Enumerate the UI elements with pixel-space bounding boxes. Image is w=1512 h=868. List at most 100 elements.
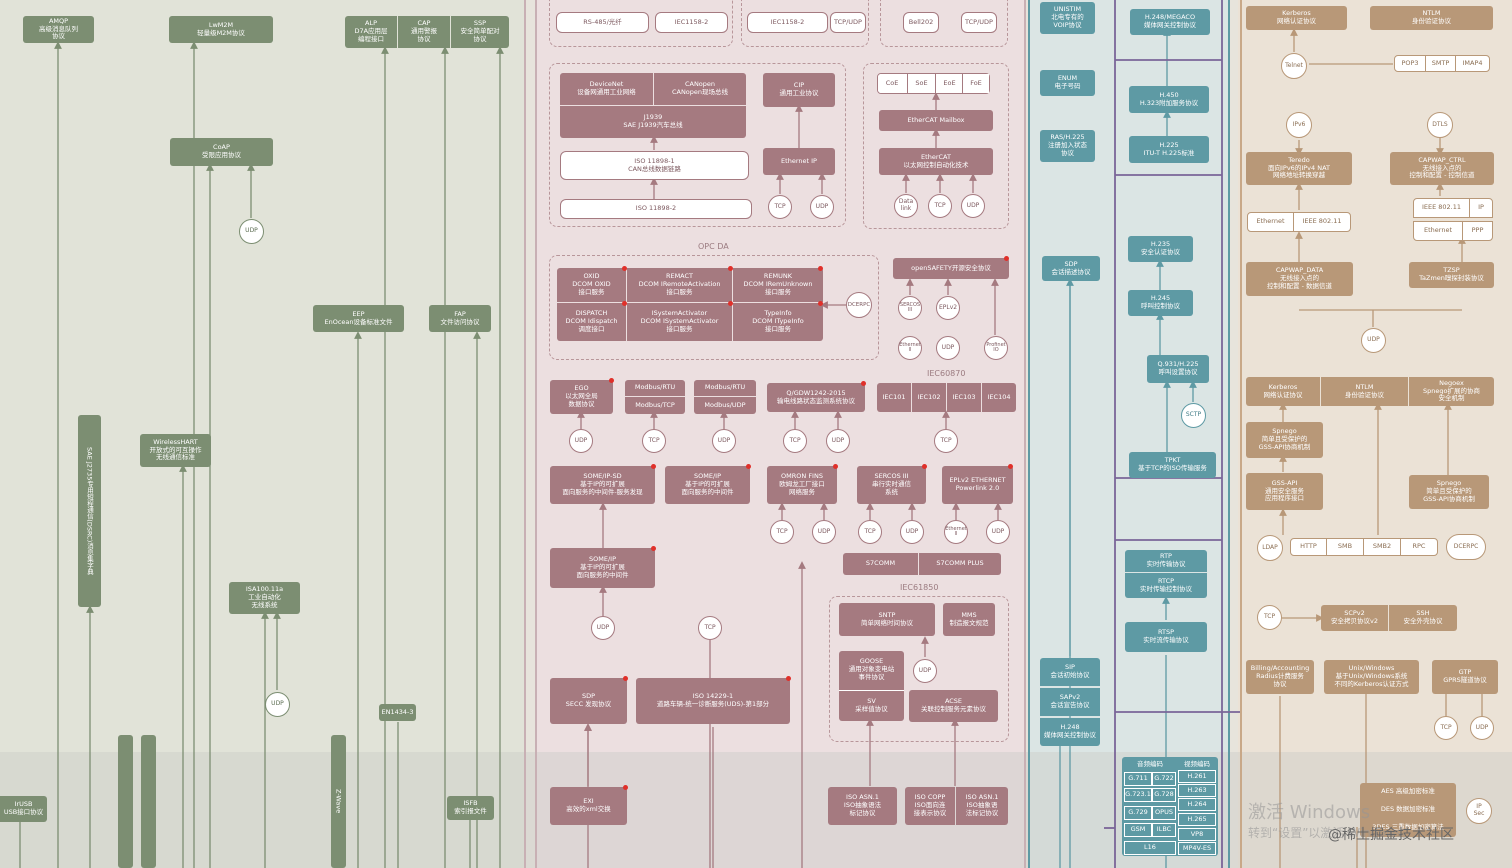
video-codec-cell: H.261 [1178,770,1216,783]
iso-copp-node: ISO COPP ISO面向连 接表示协议 [905,787,955,825]
enum-node: ENUM 电子号码 [1040,70,1095,96]
lwm2m-node: LwM2M 轻量级M2M协议 [169,16,273,43]
ras-h225-node: RAS/H.225 注册加入状态 协议 [1040,130,1095,162]
video-codec-cell: MP4V-ES [1178,842,1216,855]
video-codec-cell: H.265 [1178,813,1216,826]
ssp-node: SSP 安全简单配对 协议 [451,16,509,48]
canopen-node: CANopen CANopen现场总线 [654,73,746,105]
bell202-node: Bell202 [903,12,939,33]
eplv2-circle: EPLv2 [936,296,960,320]
rtcp-node: RTCP 实时传输控制协议 [1125,573,1207,598]
h225-node: H.225 ITU-T H.225标准 [1129,136,1209,163]
remact-node: REMACT DCOM IRemoteActivation 接口服务 [627,268,732,302]
rtp-node: RTP 实时传输协议 [1125,550,1207,572]
sercos-circle: SERCOS III [898,296,922,320]
h245-node: H.245 呼叫控制协议 [1128,290,1193,316]
udp-circle: UDP [591,616,615,640]
dispatch-node: DISPATCH DCOM Idispatch 调度接口 [557,303,626,341]
credit-text: @稀土掘金技术社区 [1328,827,1454,843]
tcp-circle: TCP [698,616,722,640]
marker-dot [623,785,628,790]
marker-dot [609,378,614,383]
ethernet-node: Ethernet [1247,212,1294,232]
audio-codec-cell: G.729 [1124,806,1152,820]
iso11898-1-node: ISO 11898-1 CAN总线数据链路 [560,151,749,180]
unix-windows-node: Unix/Windows 基于Unix/Windows系统 不同的Kerbero… [1324,660,1419,694]
j1939-node: J1939 SAE J1939汽车总线 [560,106,746,138]
ipv6-circle: IPv6 [1286,112,1312,138]
udp-circle: UDP [1470,716,1494,740]
iso14229-node: ISO 14229-1 道路车辆-统一诊断服务(UDS)-第1部分 [636,678,790,724]
marker-dot [818,266,823,271]
video-codec-cell: H.264 [1178,798,1216,811]
video-codec-header: 视频编码 [1184,759,1210,768]
tcp-circle: TCP [858,520,882,544]
dcerpc-circle: DCERPC [846,292,872,318]
oxid-node: OXID DCOM OXID 接口服务 [557,268,626,302]
udp-circle: UDP [936,336,960,360]
goose-node: GOOSE 通用对象变电站 事件协议 [848,657,895,681]
cap-node: CAP 通用警报 协议 [398,16,450,48]
marker-dot [922,464,927,469]
someip-node: SOME/IP 基于IP的可扩展 面向服务的中间件 [550,548,655,588]
dtls-circle: DTLS [1427,112,1453,138]
sip-node: SIP 会话初始协议 [1040,658,1100,686]
teredo-node: Teredo 面向IPv6的IPv4 NAT 网络地址转换穿越 [1246,152,1352,185]
udp-circle: UDP [712,429,736,453]
tcp-circle: TCP [1257,605,1282,630]
irusb-node: IrUSB USB接口协议 [0,796,47,822]
rtsp-node: RTSP 实时流传输协议 [1125,622,1207,652]
activation-watermark: 激活 Windows [1248,802,1371,823]
h248-node: H.248 媒体网关控制协议 [1040,718,1100,746]
audio-codec-cell: L16 [1124,841,1176,855]
pop3-node: POP3 [1394,55,1426,72]
scpv2-node: SCPv2 安全拷贝协议v2 [1321,605,1388,631]
group-box [741,0,869,47]
ppp-node: PPP [1462,221,1493,241]
qgdw-node: Q/GDW1242-2015 输电线路状态监测系统协议 [767,383,865,412]
udp-circle: UDP [961,194,985,218]
des-node: DES 数据加密标准 [1360,801,1456,819]
audio-codec-cell: G.728 [1152,788,1176,802]
udp-circle: UDP [810,195,834,219]
h248-megaco-node: H.248/MEGACO 媒体网关控制协议 [1130,9,1210,35]
3des-node: 3DES 三重数据加密算法 [1360,819,1456,837]
coe-node: CoE [878,74,906,93]
marker-dot [622,266,627,271]
opensafety-node: openSAFETY开源安全协议 [893,258,1009,279]
group-box [549,255,879,360]
tcp-circle: TCP [770,520,794,544]
smb-node: SMB [1326,538,1364,556]
group-box [549,63,846,227]
spnego-node: Spnego 简单且受保护的 GSS-API协商机制 [1409,475,1489,509]
fap-node: FAP 文件访问协议 [429,305,491,332]
negoex-node: Negoex Spnego扩展的协商 安全机制 [1409,377,1494,406]
foe-node: FoE [962,74,989,93]
devicenet-node: DeviceNet 设备网通用工业网络 [560,73,653,105]
green-bar [141,735,156,868]
sntp-node: SNTP 简单网络时间协议 [839,603,935,636]
ego-node: EGO 以太网全局 数据协议 [550,380,613,414]
marker-dot [746,464,751,469]
ip-node: IP [1469,198,1493,218]
sercos-iii-node: SERCOS III 串行实时通信 系统 [857,466,926,504]
dcerpc-pill: DCERPC [1446,534,1486,560]
tzsp-node: TZSP TaZmen嗅探封装协议 [1409,262,1494,288]
wirelesshart-node: WirelessHART 开放式的可互操作 无线通信标准 [140,434,211,467]
marker-dot [1004,256,1009,261]
telnet-circle: Telnet [1281,53,1307,79]
http-node: HTTP [1290,538,1327,556]
marker-dot [728,301,733,306]
ethernet-ip-node: Ethernet IP [763,148,835,175]
omron-fins-node: OMRON FINS 欧姆龙工厂接口 网络服务 [767,466,837,504]
isystemactivator-node: ISystemActivator DCOM ISystemActivator 接… [627,303,732,341]
modbus-udp-node: Modbus/UDP [694,397,756,414]
alp-node: ALP D7A应用层 编程接口 [345,16,397,48]
iso-asn1-node: ISO ASN.1 ISO抽象语 法标记协议 [956,787,1008,825]
audio-codec-cell: G.722 [1152,772,1176,786]
ethernet-node: Ethernet [1413,221,1463,241]
separator [1228,0,1230,868]
udp-circle: UDP [986,520,1010,544]
amqp-node: AMQP 高级消息队列 协议 [23,16,94,43]
kerberos-node: Kerberos 网络认证协议 [1246,377,1320,406]
